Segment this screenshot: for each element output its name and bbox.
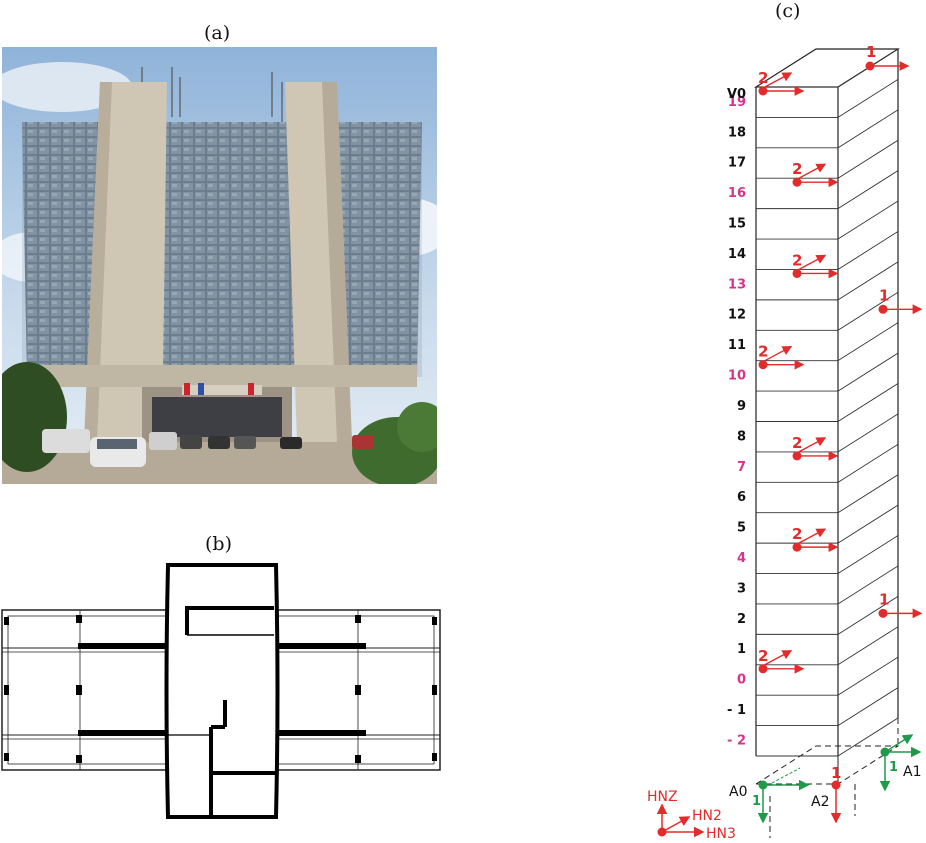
label-hn3: HN3 [706, 826, 736, 842]
sensor-a1-axis: 1 [889, 760, 898, 775]
sensor-axis-count: 2 [792, 525, 802, 543]
sensor-axis-count: 1 [879, 590, 889, 608]
floor-label: 16 [728, 186, 746, 201]
floor-plan [1, 563, 441, 819]
floor-label: 11 [728, 338, 746, 353]
floor-label: 13 [728, 277, 746, 292]
sensor-axis-count: 2 [758, 647, 768, 665]
one-axis-sensor: 1 [865, 43, 910, 71]
floor-label: - 1 [727, 703, 746, 718]
label-hn2: HN2 [692, 808, 722, 824]
sensor-a2-axis: 1 [831, 764, 841, 782]
free-field-sensor [656, 803, 705, 838]
one-axis-sensor: 1 [878, 590, 923, 619]
floor-label: 3 [737, 581, 746, 596]
floor-label: 15 [728, 216, 746, 231]
label-hnz: HNZ [647, 789, 678, 805]
two-axis-sensor: 2 [792, 160, 839, 188]
floor-label: 10 [728, 369, 746, 384]
two-axis-sensor: 2 [758, 69, 805, 96]
floor-label: 5 [737, 521, 746, 536]
sensors: 2 2 2 2 2 2 2 1 1 1 [758, 43, 923, 674]
label-a1: A1 [903, 764, 921, 780]
sensor-a0-axis: 1 [752, 794, 761, 809]
floor-label: 14 [728, 247, 746, 262]
floor-label: 1 [737, 642, 746, 657]
floor-label: - 2 [727, 733, 746, 748]
floor-label: 19 [728, 95, 746, 110]
panel-b-title: (b) [205, 533, 232, 555]
floor-label: 4 [737, 551, 746, 566]
building-photo [2, 47, 437, 484]
sensor-axis-count: 2 [792, 434, 802, 452]
sensor-axis-count: 1 [879, 286, 889, 304]
floor-label: 12 [728, 308, 746, 323]
two-axis-sensor: 2 [792, 525, 839, 553]
floor-label: 18 [728, 125, 746, 140]
building-outline [753, 48, 901, 838]
sensor-axis-count: 2 [792, 160, 802, 178]
label-a2: A2 [811, 794, 829, 810]
two-axis-sensor: 2 [758, 647, 805, 674]
top-label: V0 [727, 87, 746, 102]
floor-label: 8 [737, 429, 746, 444]
sensor-axis-count: 2 [792, 251, 802, 269]
sensor-axis-count: 1 [866, 43, 876, 61]
two-axis-sensor: 2 [758, 343, 805, 370]
label-a0: A0 [729, 784, 747, 800]
one-axis-sensor: 1 [878, 286, 923, 315]
floor-label: 6 [737, 490, 746, 505]
floor-label: 17 [728, 156, 746, 171]
floor-label: 0 [737, 673, 746, 688]
sensor-axis-count: 2 [758, 69, 768, 87]
floor-label: 7 [737, 460, 746, 475]
floor-label: 2 [737, 612, 746, 627]
two-axis-sensor: 2 [792, 251, 839, 279]
panel-c-title: (c) [775, 0, 801, 22]
two-axis-sensor: 2 [792, 434, 839, 461]
panel-a-title: (a) [204, 22, 231, 44]
base-sensors [757, 734, 922, 824]
sensor-axis-count: 2 [758, 343, 768, 361]
floor-label: 9 [737, 399, 746, 414]
